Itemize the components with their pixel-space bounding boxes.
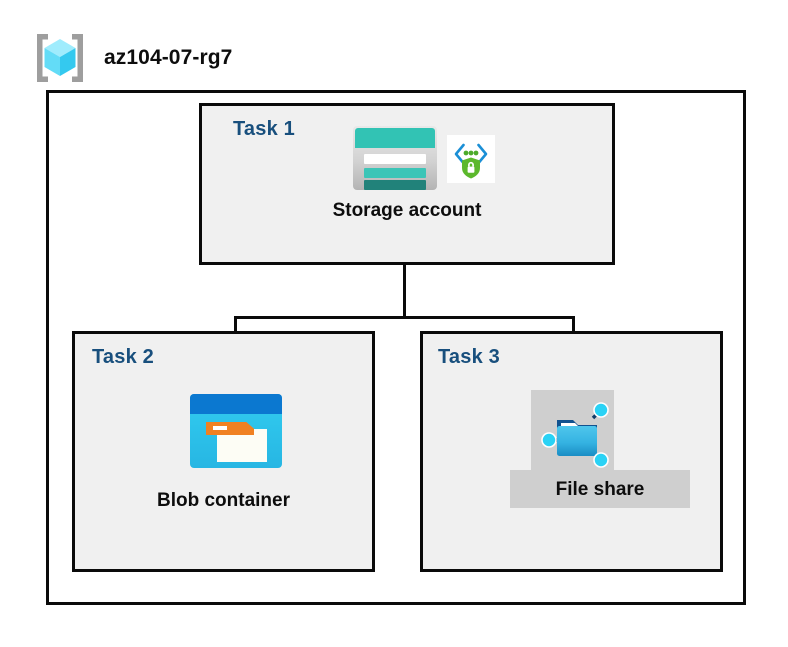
connector-horizontal-bus [234,316,575,319]
blob-container-caption: Blob container [156,490,290,511]
blob-container-icon [190,394,282,468]
resource-group-title: az104-07-rg7 [104,46,233,69]
resource-group-header: az104-07-rg7 [30,26,232,90]
task-1-label: Task 1 [233,118,295,140]
secure-endpoint-icon [447,135,495,183]
storage-account-icon [353,126,437,190]
task-box-3[interactable]: Task 3 [420,331,723,572]
connector-task1-stem [403,265,406,319]
file-share-icon [539,396,615,472]
task-3-label: Task 3 [438,346,500,368]
file-share-label-highlight [510,470,690,508]
task-2-label: Task 2 [92,346,154,368]
storage-account-caption: Storage account [332,200,482,221]
file-share-caption: File share [555,479,645,500]
resource-group-cube-icon [30,28,90,88]
